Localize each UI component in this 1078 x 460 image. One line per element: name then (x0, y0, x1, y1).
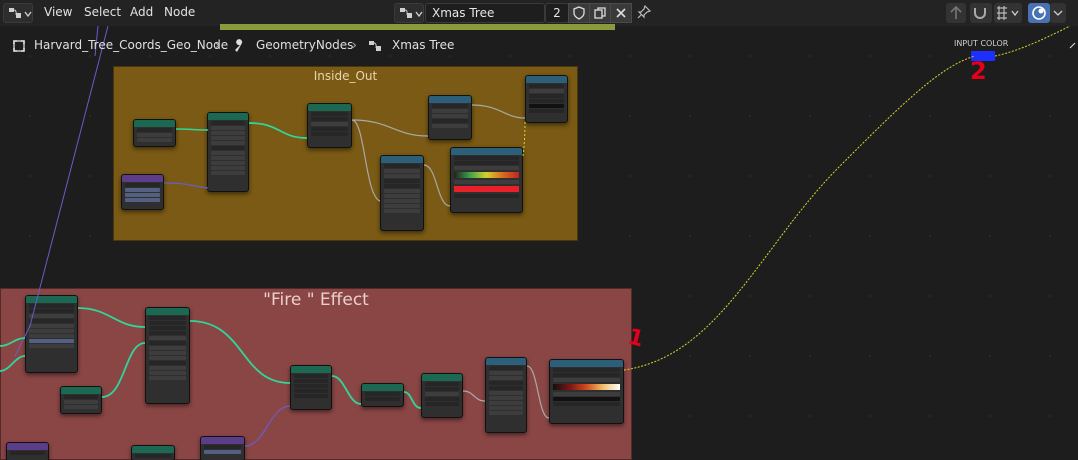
link-setpos-realize (331, 375, 362, 405)
menu-select[interactable]: Select (84, 5, 122, 19)
link-distribute-instance (77, 307, 146, 328)
link-ico-transform (175, 128, 209, 131)
nodegroup-browse-button[interactable] (394, 3, 424, 23)
wrench-icon (235, 39, 243, 52)
node-geometry-proximity[interactable] (307, 103, 352, 148)
menu-view[interactable]: View (44, 5, 73, 19)
node-tree-icon (400, 8, 412, 18)
node-map-range-fire[interactable] (485, 357, 527, 433)
close-icon (616, 8, 626, 18)
node-bottom-mid[interactable] (131, 445, 175, 460)
link-purple-long (14, 26, 109, 357)
fake-user-shield-icon (573, 6, 585, 20)
pin-button[interactable] (636, 4, 654, 22)
fake-user-button[interactable] (568, 3, 590, 23)
node-realize-instances[interactable] (361, 383, 404, 407)
link-ico-instance (101, 342, 146, 398)
link-realize-proximity (403, 391, 422, 409)
node-distribute-points[interactable] (25, 295, 78, 373)
object-icon (13, 40, 25, 52)
nodegroup-name-field[interactable]: Xmas Tree (425, 3, 545, 23)
node-bottom-left[interactable] (6, 442, 49, 460)
link-proximity-maprange (351, 119, 381, 202)
link-maprange-ramp (423, 164, 451, 207)
input-color-reroute[interactable] (971, 51, 995, 61)
node-tree-icon (369, 41, 381, 51)
link-fire-in-2 (0, 355, 26, 372)
node-switch[interactable] (525, 75, 568, 123)
parent-node-tree-button[interactable] (946, 3, 966, 23)
node-combine-xyz[interactable] (121, 174, 164, 210)
node-less-than-or-equal[interactable] (428, 95, 472, 140)
node-ico-sphere-fire[interactable] (60, 386, 102, 414)
chevron-down-icon (415, 11, 423, 18)
breadcrumb-separator: › (215, 38, 220, 52)
node-map-range[interactable] (380, 155, 424, 231)
overlay-dropdown[interactable] (1050, 3, 1066, 23)
link-proximity-compare (351, 119, 429, 137)
link-compare-switch (471, 104, 526, 119)
menu-node[interactable]: Node (164, 5, 196, 19)
pin-icon (637, 4, 652, 19)
duplicate-icon (594, 7, 606, 19)
node-set-position[interactable] (290, 365, 332, 410)
node-editor-header: View Select Add Node Xmas Tree 2 (0, 0, 1078, 30)
node-color-ramp[interactable] (450, 147, 523, 213)
editor-type-button[interactable] (3, 3, 33, 23)
link-combine-transform (163, 182, 209, 189)
chevron-down-icon (1053, 10, 1063, 16)
reroute-label: INPUT COLOR (954, 39, 1009, 48)
link-proximity-maprange-fire (462, 390, 486, 402)
node-links (0, 26, 1071, 447)
menu-add[interactable]: Add (130, 5, 154, 19)
overlay-toggle[interactable] (1028, 3, 1050, 23)
node-combine-xyz-fire[interactable] (200, 436, 245, 460)
link-fire-in-1 (0, 337, 26, 347)
node-color-ramp-fire[interactable] (549, 359, 624, 424)
grid-snap-icon (997, 6, 1019, 20)
node-ico-sphere[interactable] (133, 119, 176, 147)
collapse-arrow-icon (1069, 42, 1076, 49)
snap-mode-dropdown[interactable] (994, 3, 1022, 23)
link-purple-top (94, 26, 99, 57)
breadcrumb-modifier[interactable]: GeometryNodes (256, 38, 354, 52)
magnet-icon (974, 8, 986, 19)
node-editor-icon (9, 8, 21, 18)
frame-label-inside-out: Inside_Out (313, 69, 378, 83)
frame-label-fire-effect: "Fire " Effect (263, 290, 369, 310)
link-ramp-switch (522, 120, 526, 157)
link-ramp-reroute (623, 55, 976, 371)
arrow-up-icon (950, 5, 962, 19)
snap-button[interactable] (970, 3, 992, 23)
link-maprange-ramp-fire (526, 365, 550, 419)
link-combine-setpos (244, 405, 291, 447)
node-canvas[interactable]: Inside_Out "Fire " Effect (0, 26, 1078, 460)
annotation-two: 2 (970, 57, 987, 85)
node-transform[interactable] (207, 112, 249, 192)
node-instance-on-points[interactable] (145, 307, 190, 404)
breadcrumb-nodegroup[interactable]: Xmas Tree (392, 38, 455, 52)
breadcrumb-object[interactable]: Harvard_Tree_Coords_Geo_Node (34, 38, 229, 52)
user-count[interactable]: 2 (545, 3, 569, 23)
duplicate-button[interactable] (589, 3, 611, 23)
chevron-down-icon (24, 11, 32, 18)
overlay-icon (1032, 6, 1046, 20)
link-reroute-out (994, 26, 1071, 57)
breadcrumb-separator: › (352, 38, 357, 52)
link-transform-proximity (248, 122, 308, 139)
unlink-button[interactable] (610, 3, 632, 23)
node-geometry-proximity-fire[interactable] (421, 373, 463, 418)
link-instance-setpos (189, 320, 291, 384)
